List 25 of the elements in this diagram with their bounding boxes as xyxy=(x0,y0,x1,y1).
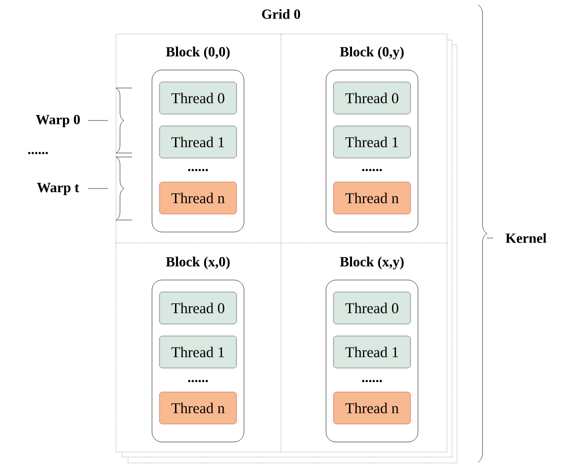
thread-box: Thread 0 xyxy=(159,292,237,324)
thread-box: Thread n xyxy=(333,182,411,214)
thread-box: Thread 0 xyxy=(333,292,411,324)
ellipsis: ...... xyxy=(362,380,382,382)
kernel-label: Kernel xyxy=(506,233,546,243)
thread-box: Thread 1 xyxy=(159,336,237,368)
ellipsis: ...... xyxy=(28,152,48,154)
node-label: Block (0,0) xyxy=(166,46,230,60)
ellipsis: ...... xyxy=(188,380,208,382)
thread-box: Thread n xyxy=(159,182,237,214)
thread-box: Thread n xyxy=(159,392,237,424)
thread-box: Thread 1 xyxy=(333,126,411,158)
node-label: Grid 0 xyxy=(262,9,300,19)
node-label: Block (0,y) xyxy=(340,46,404,60)
ellipsis: ...... xyxy=(188,168,208,172)
thread-box: Thread 0 xyxy=(159,82,237,114)
warp-label: Warp t xyxy=(37,182,80,196)
thread-box: Thread 1 xyxy=(159,126,237,158)
node-label: Block (x,0) xyxy=(166,256,230,270)
node-label: Block (x,y) xyxy=(340,256,404,270)
thread-box: Thread 0 xyxy=(333,82,411,114)
warp-label: Warp 0 xyxy=(36,114,80,128)
thread-box: Thread 1 xyxy=(333,336,411,368)
ellipsis: ...... xyxy=(362,168,382,172)
thread-box: Thread n xyxy=(333,392,411,424)
